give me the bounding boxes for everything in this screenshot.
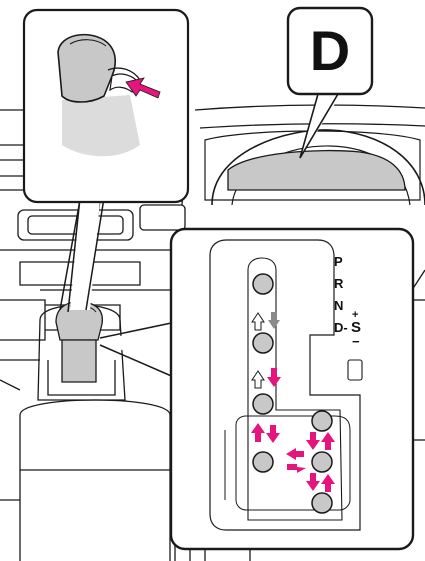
gear-label-minus: − bbox=[352, 334, 360, 349]
knob-detail-callout bbox=[24, 10, 188, 202]
indicator-lamp bbox=[348, 360, 362, 380]
gear-label-d: D- bbox=[334, 320, 348, 335]
position-d-marker bbox=[253, 452, 273, 472]
position-n-marker bbox=[253, 394, 273, 414]
gear-label-p: P bbox=[334, 254, 343, 269]
position-plus-marker bbox=[312, 411, 332, 431]
position-p-marker bbox=[253, 274, 273, 294]
armrest bbox=[20, 400, 170, 470]
shift-gate-callout: P R N D- S + − bbox=[171, 229, 413, 549]
position-s-marker bbox=[312, 452, 332, 472]
gear-label-r: R bbox=[334, 276, 344, 291]
position-r-marker bbox=[253, 333, 273, 353]
shift-knob bbox=[56, 302, 102, 382]
gear-label-plus: + bbox=[352, 309, 358, 321]
gear-label-n: N bbox=[334, 298, 343, 313]
gear-indicator-letter: D bbox=[310, 19, 350, 82]
gear-indicator-callout: D bbox=[288, 8, 372, 94]
position-minus-marker bbox=[312, 493, 332, 513]
